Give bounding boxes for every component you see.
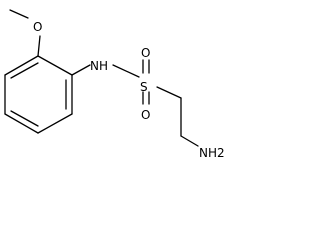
sulfur-chain-bond <box>156 86 182 99</box>
sulfonyl-oxygen-bottom-label: O <box>141 108 150 122</box>
amide-nitrogen-label: NH <box>90 59 108 73</box>
amine-label: NH2 <box>199 146 225 160</box>
chain-amine-bond <box>180 135 199 147</box>
benzene-ring <box>4 55 73 134</box>
sulfur-label: S <box>140 80 148 94</box>
aromatic-double-bond <box>10 62 39 79</box>
ring-nh-bond <box>71 64 91 76</box>
nh-sulfur-bond <box>112 64 140 78</box>
sulfonyl-oxygen-top-label: O <box>141 46 150 60</box>
aromatic-double-bond <box>10 110 39 127</box>
methoxy-oxygen-label: O <box>33 20 42 34</box>
chemical-structure-diagram: O NH S O O NH2 <box>4 9 225 160</box>
methyl-bond <box>9 9 29 19</box>
methoxy-ring-bond <box>37 35 41 57</box>
